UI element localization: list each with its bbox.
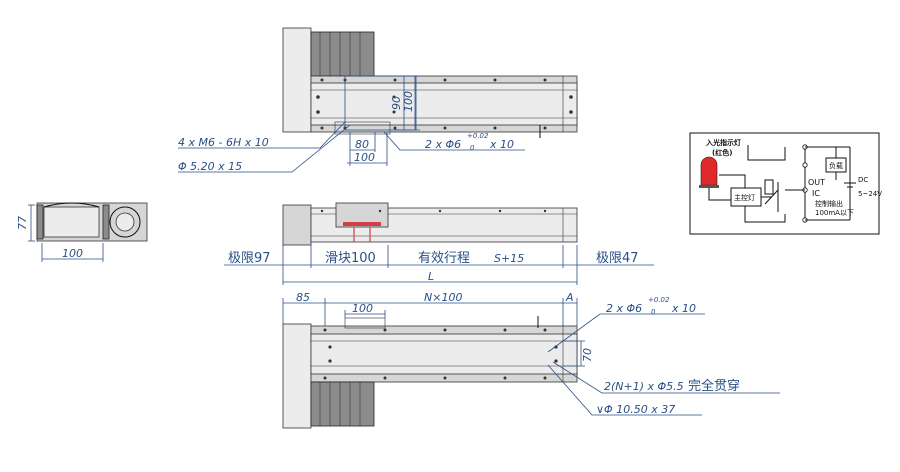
output-note: 控制输出	[815, 199, 843, 208]
load-label: 负载	[829, 161, 843, 170]
dim-height-90: 90	[390, 96, 403, 110]
slider-length-label: 滑块100	[325, 251, 376, 266]
red-lamp-icon	[700, 156, 718, 186]
indicator-label: 入光指示灯	[705, 138, 741, 147]
counterbore-bottom-note: ∨Φ 10.50 x 37	[596, 403, 675, 416]
dim-A: A	[565, 291, 574, 304]
leader-holes	[178, 121, 346, 149]
ic-label: IC	[812, 189, 820, 198]
top-slider-outline	[344, 75, 416, 131]
dim-mount-width-100: 100	[354, 151, 375, 164]
stroke-formula: S+15	[494, 252, 524, 265]
top-view: 90 100 80 100 4 x M6 - 6H x 10 Φ 5.20 x …	[178, 27, 578, 173]
total-length-label: L	[428, 270, 434, 283]
holes-note: 4 x M6 - 6H x 10	[178, 136, 269, 149]
pin-note-top-prefix: 2 x Φ6	[425, 138, 461, 151]
bottom-view: 85 N×100 A 100 70 2 x Φ6 +0.02 0 x 10 2(…	[282, 291, 780, 429]
pin-tol-upper-top: +0.02	[467, 132, 489, 140]
dc-label: DC	[858, 176, 868, 184]
side-flange	[282, 204, 312, 246]
bottom-motor	[310, 381, 375, 427]
pin-tol-upper-bottom: +0.02	[648, 296, 670, 304]
pin-note-top-suffix: x 10	[489, 138, 514, 151]
pin-tol-lower-bottom: 0	[651, 308, 656, 316]
dim-70: 70	[581, 348, 594, 362]
dim-slider-width-80: 80	[355, 138, 369, 151]
current-note: 100mA以下	[815, 209, 854, 217]
indicator-sub: (红色)	[712, 148, 732, 157]
bottom-flange	[282, 323, 312, 429]
wiring-diagram: 入光指示灯 (红色) 主控灯 负载 DC 5~24V OUT IC	[689, 132, 882, 235]
end-view: 77 100	[16, 202, 148, 262]
dim-height-100: 100	[402, 91, 415, 112]
pin-note-bottom-prefix: 2 x Φ6	[606, 302, 642, 315]
through-holes-note: 2(N+1) x Φ5.5	[604, 380, 684, 393]
end-dim-width: 100	[62, 247, 83, 260]
main-circuit-label: 主控灯	[734, 193, 755, 202]
pin-tol-lower-top: 0	[470, 144, 475, 152]
through-holes-cn: 完全贯穿	[688, 378, 740, 394]
out-label: OUT	[808, 178, 825, 187]
counterbore-note: Φ 5.20 x 15	[178, 160, 242, 173]
end-motor-circle	[109, 206, 141, 238]
dim-nx100: N×100	[424, 291, 462, 304]
dim-100-bottom: 100	[352, 302, 373, 315]
top-holes	[316, 78, 573, 130]
pin-note-bottom-suffix: x 10	[671, 302, 696, 315]
limit-left-label: 极限97	[228, 251, 271, 266]
end-dim-height: 77	[16, 216, 29, 230]
limit-right-label: 极限47	[596, 251, 639, 266]
top-motor-body	[310, 31, 375, 77]
stroke-label: 有效行程	[418, 251, 470, 266]
dim-85: 85	[296, 291, 310, 304]
voltage-label: 5~24V	[858, 190, 882, 198]
top-motor-flange	[282, 27, 312, 133]
side-view: 极限97 滑块100 有效行程 S+15 极限47 L	[224, 202, 654, 285]
